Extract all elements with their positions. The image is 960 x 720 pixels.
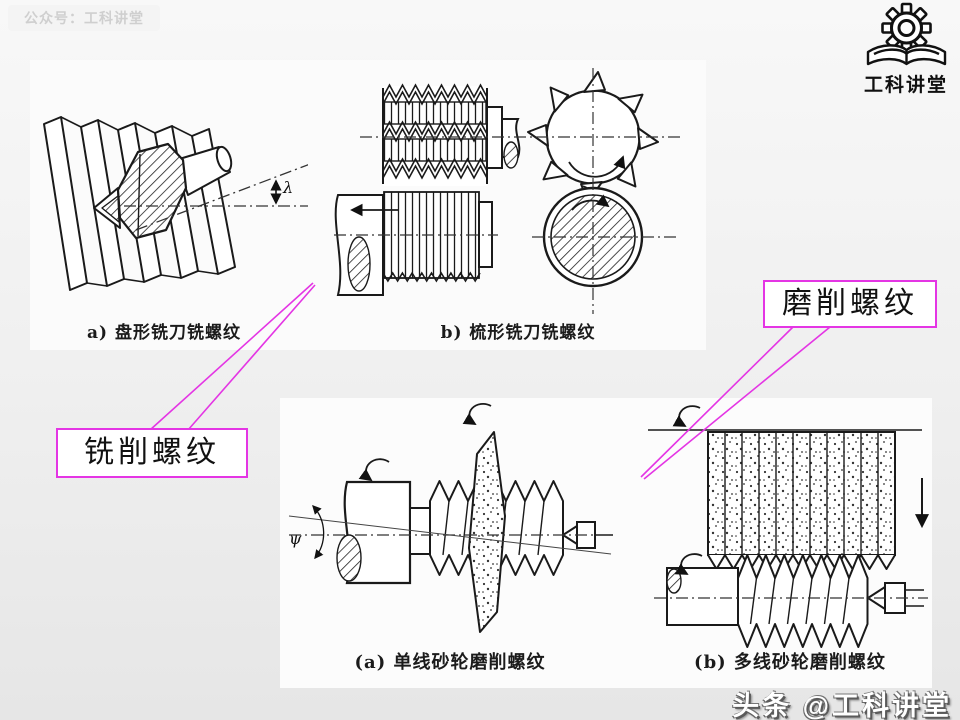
account-watermark-badge: 公众号：工科讲堂 — [8, 5, 160, 31]
single-wheel-figure: ψ — [288, 402, 613, 633]
comb-mill-caption: b) 梳形铣刀铣螺纹 — [440, 323, 596, 343]
comb-mill-figure — [334, 68, 680, 314]
disc-mill-figure: λ — [43, 116, 308, 291]
grinding-wheel — [462, 402, 506, 633]
milling-callout-box: 铣削螺纹 — [56, 428, 248, 478]
book-icon — [866, 44, 947, 66]
disc-mill-caption: a) 盘形铣刀铣螺纹 — [87, 323, 241, 343]
channel-watermark: 头条 @工科讲堂 — [732, 691, 952, 720]
multi-wheel-caption: (b) 多线砂轮磨削螺纹 — [694, 652, 886, 673]
single-wheel-caption: (a) 单线砂轮磨削螺纹 — [354, 652, 546, 673]
brand-logo: 工科讲堂 — [854, 2, 958, 96]
gear-book-logo-icon — [866, 2, 947, 66]
comb-cutter — [382, 83, 521, 186]
logo-text: 工科讲堂 — [863, 75, 948, 96]
workpiece-side — [334, 191, 493, 296]
multi-wheel-figure — [648, 405, 929, 648]
helix-angle-label: ψ — [289, 529, 302, 548]
centerlines — [334, 68, 680, 314]
chuck — [336, 458, 431, 585]
disc-cutter — [93, 142, 233, 240]
multi-rib-wheel — [648, 405, 929, 570]
lead-angle-label: λ — [282, 178, 293, 197]
threaded-workpiece — [737, 554, 869, 648]
centerlines — [124, 164, 308, 231]
axis-lines — [288, 504, 612, 560]
workpiece-shaft — [666, 553, 739, 626]
grinding-callout-box: 磨削螺纹 — [763, 280, 937, 328]
